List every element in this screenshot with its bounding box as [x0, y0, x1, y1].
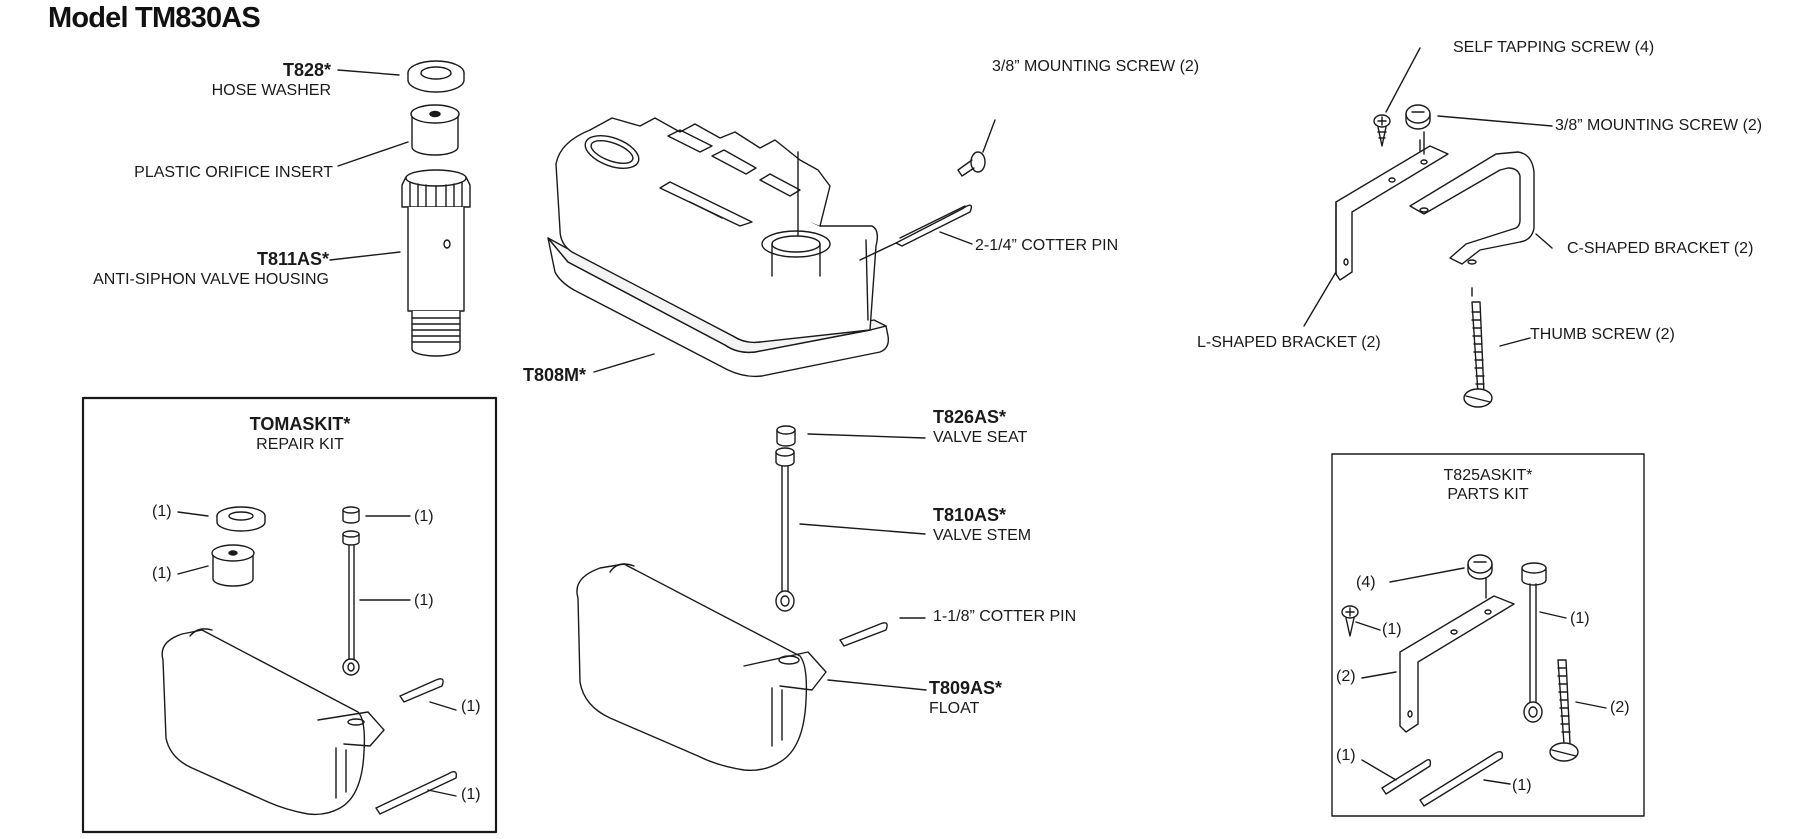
long-cotter-pin-label: 2-1/4” COTTER PIN	[975, 236, 1118, 255]
part-name: 2-1/4” COTTER PIN	[975, 237, 1119, 254]
part-number: T828*	[282, 60, 331, 80]
kit-name: REPAIR KIT	[256, 436, 344, 453]
hose-washer-label: T828* HOSE WASHER	[212, 60, 331, 100]
float-label: T809AS* FLOAT	[929, 678, 1002, 718]
part-name: L-SHAPED BRACKET (2)	[1197, 334, 1381, 351]
kit-number: T825ASKIT*	[1443, 467, 1533, 484]
tank-body-label: T808M*	[523, 365, 586, 386]
part-number: T810AS*	[933, 505, 1007, 525]
repair-kit-float-illustration	[161, 628, 385, 816]
repair-kit-insert-illustration	[177, 544, 255, 587]
parts-kit-box	[1331, 453, 1645, 817]
repair-kit-box	[81, 396, 498, 834]
l-shaped-bracket-illustration	[1303, 131, 1449, 327]
repair-kit-pin-qty: (1)	[461, 698, 481, 715]
center-leader-lines	[593, 231, 973, 373]
self-tapping-screw-illustration	[1373, 47, 1421, 147]
part-number: T811AS*	[256, 249, 329, 269]
bracket-mounting-screw-label: 3/8” MOUNTING SCREW (2)	[1555, 116, 1762, 135]
part-name: FLOAT	[929, 700, 980, 717]
parts-kit-tap-screw-illustration	[1341, 605, 1381, 637]
repair-kit-pin2-qty: (1)	[461, 786, 481, 803]
part-name: C-SHAPED BRACKET (2)	[1567, 240, 1754, 257]
valve-housing-illustration	[401, 169, 471, 357]
part-number: T808M*	[523, 365, 587, 385]
parts-kit-mount-screw-illustration	[1389, 554, 1493, 583]
parts-kit-pin-long-qty: (1)	[1512, 777, 1532, 794]
parts-kit-stem-illustration	[1521, 562, 1567, 723]
tank-mounting-screw-label: 3/8” MOUNTING SCREW (2)	[992, 57, 1199, 76]
thumb-screw-illustration	[1463, 287, 1531, 408]
tank-body-illustration	[547, 117, 890, 378]
repair-kit-stem-qty: (1)	[414, 592, 434, 609]
long-cotter-pin-illustration	[859, 204, 973, 261]
part-name: VALVE STEM	[933, 527, 1032, 544]
valve-stem-illustration	[775, 447, 926, 612]
repair-kit-stem-illustration	[342, 530, 411, 676]
c-shaped-bracket-label: C-SHAPED BRACKET (2)	[1567, 239, 1753, 258]
repair-kit-insert-qty: (1)	[152, 565, 172, 582]
parts-kit-pin-short-qty: (1)	[1336, 747, 1356, 764]
bracket-mounting-screw-illustration	[1405, 104, 1553, 130]
valve-seat-illustration	[776, 425, 926, 447]
repair-kit-washer-qty: (1)	[152, 503, 172, 520]
part-name: VALVE SEAT	[933, 429, 1028, 446]
hose-washer-illustration	[407, 60, 465, 93]
repair-kit-seat-qty: (1)	[414, 508, 434, 525]
part-name: 3/8” MOUNTING SCREW (2)	[992, 58, 1200, 75]
short-cotter-pin-label: 1-1/8” COTTER PIN	[933, 607, 1076, 626]
c-shaped-bracket-illustration	[1409, 151, 1553, 265]
part-name: THUMB SCREW (2)	[1530, 326, 1675, 343]
part-name: 1-1/8” COTTER PIN	[933, 608, 1077, 625]
left-leader-lines	[329, 69, 409, 261]
parts-kit-mount-screw-qty: (4)	[1356, 574, 1376, 591]
valve-seat-label: T826AS* VALVE SEAT	[933, 407, 1027, 447]
part-name: HOSE WASHER	[211, 82, 331, 99]
thumb-screw-label: THUMB SCREW (2)	[1530, 325, 1675, 344]
parts-kit-pins-illustration	[1361, 751, 1511, 807]
repair-kit-pins-illustration	[375, 678, 458, 815]
parts-kit-tap-screw-qty: (1)	[1382, 621, 1402, 638]
part-number: T826AS*	[933, 407, 1007, 427]
part-name: ANTI-SIPHON VALVE HOUSING	[93, 271, 329, 288]
page-title: Model TM830AS	[48, 2, 261, 34]
valve-housing-label: T811AS* ANTI-SIPHON VALVE HOUSING	[93, 249, 329, 289]
l-shaped-bracket-label: L-SHAPED BRACKET (2)	[1197, 333, 1381, 352]
part-name: PLASTIC ORIFICE INSERT	[134, 164, 333, 181]
part-name: SELF TAPPING SCREW (4)	[1453, 39, 1655, 56]
parts-kit-bracket-qty: (2)	[1336, 668, 1356, 685]
parts-kit-stem-qty: (1)	[1570, 610, 1590, 627]
parts-kit-bracket-illustration	[1361, 577, 1515, 733]
part-name: 3/8” MOUNTING SCREW (2)	[1555, 117, 1763, 134]
orifice-insert-label: PLASTIC ORIFICE INSERT	[134, 163, 333, 182]
parts-kit-thumb-screw-illustration	[1549, 659, 1607, 762]
tank-mounting-screw-illustration	[957, 119, 996, 177]
kit-number: TOMASKIT*	[249, 414, 351, 434]
parts-kit-thumb-qty: (2)	[1610, 699, 1630, 716]
self-tapping-screw-label: SELF TAPPING SCREW (4)	[1453, 38, 1654, 57]
kit-name: PARTS KIT	[1447, 486, 1529, 503]
float-illustration	[576, 563, 927, 772]
part-number: T809AS*	[929, 678, 1003, 698]
valve-stem-label: T810AS* VALVE STEM	[933, 505, 1031, 545]
repair-kit-seat-illustration	[342, 506, 411, 524]
repair-kit-title: TOMASKIT* REPAIR KIT	[200, 414, 400, 454]
parts-kit-title: T825ASKIT* PARTS KIT	[1388, 466, 1588, 504]
orifice-insert-illustration	[410, 104, 460, 156]
repair-kit-washer-illustration	[177, 506, 266, 532]
